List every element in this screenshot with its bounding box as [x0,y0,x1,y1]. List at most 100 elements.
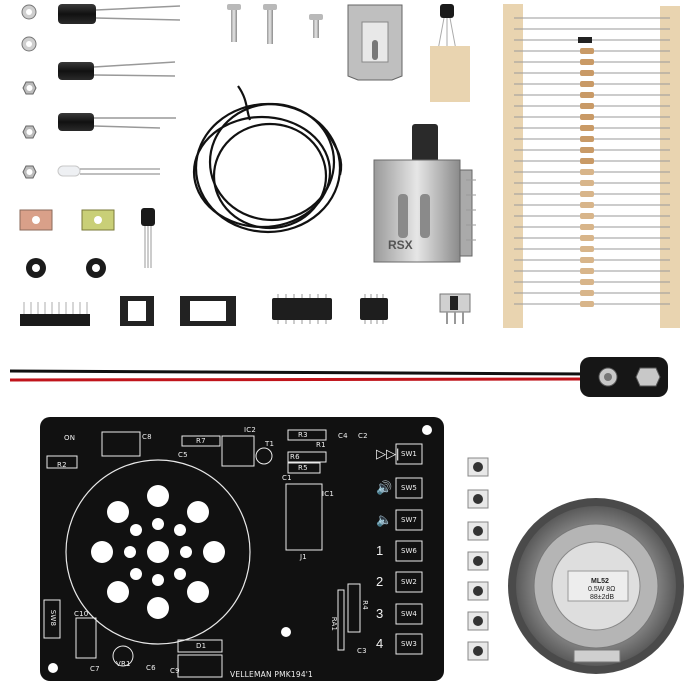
diode-body [578,37,592,43]
pcb-label-ic1: IC1 [322,490,335,498]
speaker-grille-hole [152,518,164,530]
switch-pad [395,443,423,465]
washers-and-nuts [21,4,37,179]
pcb-label-r3: R3 [298,431,308,439]
tactile-button-cap [473,646,483,656]
resistor-body [580,147,594,153]
speaker-grille-hole [152,574,164,586]
switch-label-sw3: SW3 [401,640,417,648]
resistor-body [580,301,594,307]
resistor-body [580,290,594,296]
switch-pad [395,603,423,625]
pcb-label-c2: C2 [358,432,368,440]
resistor-body [580,125,594,131]
resistor-body [580,213,594,219]
switch-label-sw2: SW2 [401,578,417,586]
speaker-grille-hole [107,501,129,523]
pcb-label-c5: C5 [178,451,188,459]
pcb-label-r1: R1 [316,441,326,449]
speaker-grille-hole [107,581,129,603]
switch-symbol-6: 3 [376,606,384,621]
switch-pad [395,540,423,562]
switch-symbol-2: 🔊 [376,480,393,495]
pcb-label-r5: R5 [298,464,308,472]
speaker-grille-hole [174,568,186,580]
switch-symbol-1: ▷▷| [376,446,400,461]
resistor-body [580,202,594,208]
transistor-small [141,208,155,268]
pcb-label-c8: C8 [142,433,152,441]
tactile-button-cap [473,556,483,566]
battery-clip [9,357,668,397]
pcb-label-r6: R6 [290,453,300,461]
pcb-label-c1: C1 [282,474,292,482]
speaker-grille-hole [130,524,142,536]
resistor-body [580,279,594,285]
rf-module-marking: RSX [388,238,413,252]
switch-symbol-7: 4 [376,636,384,651]
resistor-body [580,114,594,120]
pcb-label-sw8: SW8 [49,609,58,627]
tactile-button-cap [473,462,483,472]
resistor-body [580,180,594,186]
pcb-label-c3: C3 [357,647,367,655]
switch-label-sw7: SW7 [401,516,417,524]
transistor-taped [430,4,470,102]
switch-label-sw4: SW4 [401,610,417,618]
pcb-label-ra1: RA1 [330,616,339,632]
switch-pad [395,633,423,655]
heatsink [347,4,403,81]
switch-pad [395,509,423,531]
pcb-label-on: ON [64,434,76,442]
led [57,165,160,177]
speaker-grille-hole [187,501,209,523]
slide-switch [439,293,471,324]
ic-chips [272,294,388,324]
resistor-body [580,191,594,197]
switch-label-sw5: SW5 [401,484,417,492]
resistor-body [580,235,594,241]
ferrite-rings [26,258,106,278]
resistor-body [580,268,594,274]
switch-symbol-5: 2 [376,574,384,589]
pcb-label-c10: C10 [74,610,89,618]
speaker-grille-hole [187,581,209,603]
pcb-label-d1: D1 [196,642,207,650]
pcb-label-vr1: VR1 [116,660,131,668]
pcb-brand: VELLEMAN PMK194'1 [230,670,314,679]
speaker-grille-hole [147,597,169,619]
resistor-body [580,48,594,54]
speaker-model: ML52 [591,578,609,585]
resistor-body [580,59,594,65]
resistor-body [580,70,594,76]
resistor-body [580,224,594,230]
resistor-body [580,136,594,142]
speaker-spec-power: 0.5W 8Ω [588,586,616,593]
resistor-body [580,158,594,164]
resistor-body [580,92,594,98]
resistor-body [580,246,594,252]
speaker [508,498,684,674]
ic-sockets [120,296,236,326]
tactile-button-cap [473,616,483,626]
pcb-board [40,417,444,681]
speaker-spec-spl: 88±2dB [590,594,615,601]
pcb-label-c4: C4 [338,432,348,440]
tactile-button-cap [473,494,483,504]
pcb-label-ic2: IC2 [244,426,257,434]
speaker-grille-hole [174,524,186,536]
switch-pad [395,571,423,593]
rf-module [373,124,476,263]
coiled-wire [192,85,343,234]
pcb-label-r4: R4 [360,600,369,610]
resistor-body [580,257,594,263]
speaker-grille-hole [124,546,136,558]
mounting-brackets [19,209,115,231]
speaker-grille-hole [203,541,225,563]
speaker-grille-hole [180,546,192,558]
electrolytic-capacitors [58,4,181,131]
speaker-grille-hole [130,568,142,580]
pcb-label-t1: T1 [265,440,275,448]
